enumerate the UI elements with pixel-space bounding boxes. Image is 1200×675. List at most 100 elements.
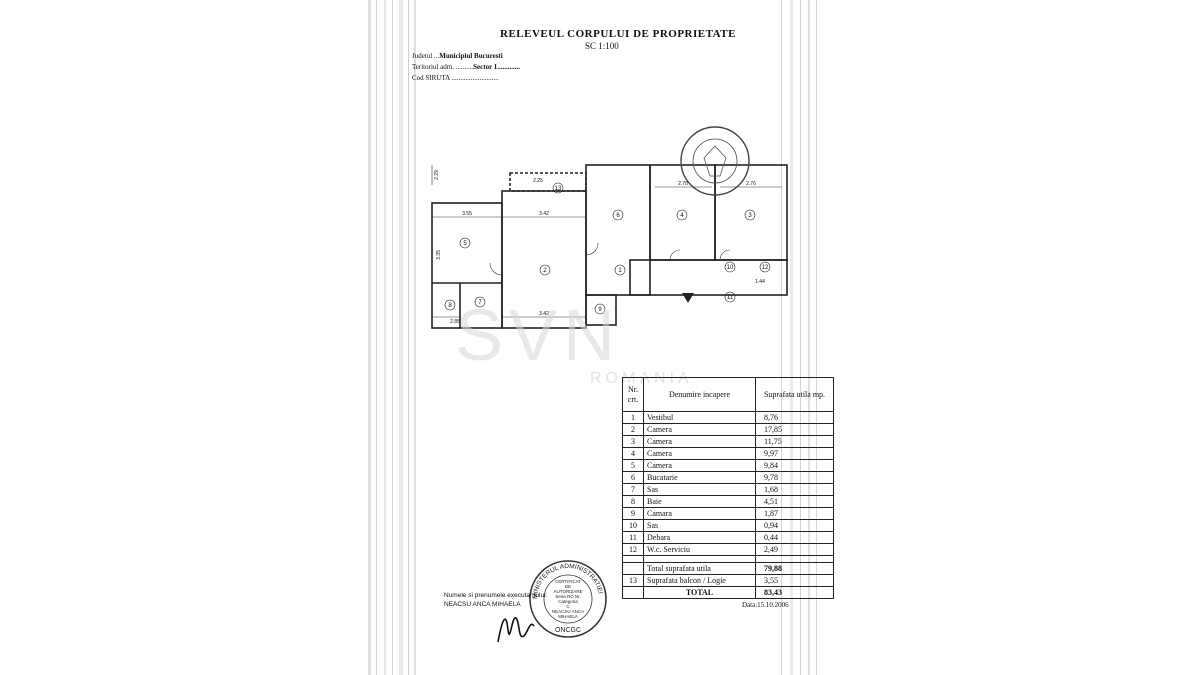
stamp-line: MIHAELA xyxy=(558,614,578,619)
stamp-line: C xyxy=(566,604,570,609)
row-nr: 1 xyxy=(622,411,644,424)
row-nr: 10 xyxy=(622,519,644,532)
row-nr: 6 xyxy=(622,471,644,484)
table-cell xyxy=(622,586,644,599)
room-number: 11 xyxy=(727,295,734,301)
row-name: Bucatarie xyxy=(643,471,756,484)
scan-streak xyxy=(392,0,393,675)
header-area: Suprafata utila mp. xyxy=(755,377,834,412)
row-name: Sas xyxy=(643,483,756,496)
row-area: 9,97 xyxy=(755,447,834,460)
total-label: TOTAL xyxy=(643,586,756,599)
stamp-line: CERTIFICAT xyxy=(555,579,581,584)
dim-label: 3.35 xyxy=(436,250,442,260)
rooms-table: Nr. crt. Denumire incapere Suprafata uti… xyxy=(622,377,834,599)
teritoriul-line: Teritoriul adm. ..........Sector 1......… xyxy=(412,63,520,71)
dim-label: 2.78 xyxy=(678,181,688,187)
balcon-value: 3,55 xyxy=(755,574,834,587)
room-number: 10 xyxy=(727,265,734,271)
room-circle xyxy=(676,209,688,221)
stamp-line: AUTORIZARE xyxy=(554,589,583,594)
plan-dimensions: 3.55 3.42 3.42 2.78 2.76 3.35 2.85 2.29 … xyxy=(434,170,765,325)
scan-streak xyxy=(790,0,793,675)
balcon-label: Suprafata balcon / Logie xyxy=(643,574,756,587)
row-nr: 2 xyxy=(622,423,644,436)
scan-streak xyxy=(376,0,377,675)
table-cell xyxy=(622,562,644,575)
room-number: 7 xyxy=(478,300,482,306)
room-circle xyxy=(474,296,486,308)
plan-walls xyxy=(431,164,788,329)
dim-label: 2.29 xyxy=(434,170,440,180)
hall-wall xyxy=(629,259,788,296)
door-arc xyxy=(489,262,503,276)
balcon-nr: 13 xyxy=(622,574,644,587)
plan-dimension-lines xyxy=(431,165,782,318)
row-name: Camera xyxy=(643,435,756,448)
scan-streak xyxy=(408,0,409,675)
top-stamp xyxy=(680,126,750,196)
stamp-outer-ring xyxy=(680,126,750,196)
total-value: 83,43 xyxy=(755,586,834,599)
scan-streak xyxy=(781,0,782,675)
room-number: 5 xyxy=(463,241,467,247)
room-circle xyxy=(744,209,756,221)
scan-streak xyxy=(816,0,817,675)
row-area: 1,87 xyxy=(755,507,834,520)
document-date: Data:15.10.2006 xyxy=(742,601,789,609)
scan-streak xyxy=(800,0,801,675)
scan-streak xyxy=(384,0,386,675)
scan-streak xyxy=(399,0,403,675)
room-number: 8 xyxy=(448,303,452,309)
balcon-row: 13 Suprafata balcon / Logie 3,55 xyxy=(622,574,834,587)
scale-label: SC 1:100 xyxy=(585,41,619,51)
room-number: 12 xyxy=(762,265,769,271)
header-name: Denumire incapere xyxy=(643,377,756,412)
total-utila-row: Total suprafata utila 79,88 xyxy=(622,562,834,575)
header-nr: Nr. crt. xyxy=(622,377,644,412)
judet-label: Judetul ... xyxy=(412,52,440,60)
room-circle xyxy=(759,261,771,273)
row-nr: 8 xyxy=(622,495,644,508)
dim-label: 3.42 xyxy=(539,311,549,317)
room-circle xyxy=(612,209,624,221)
row-area: 4,51 xyxy=(755,495,834,508)
row-nr: 9 xyxy=(622,507,644,520)
room-number: 9 xyxy=(598,307,602,313)
row-nr: 12 xyxy=(622,543,644,556)
room-numbers: 1 2 3 4 5 6 7 8 9 10 11 12 13 xyxy=(444,182,771,315)
row-nr: 7 xyxy=(622,483,644,496)
room-circle xyxy=(459,237,471,249)
teritoriul-label: Teritoriul adm. .......... xyxy=(412,63,474,71)
room-1-wall xyxy=(585,164,651,296)
row-name: W.c. Serviciu xyxy=(643,543,756,556)
room-circle xyxy=(444,299,456,311)
row-nr: 5 xyxy=(622,459,644,472)
dim-label: 3.42 xyxy=(539,211,549,217)
room-number: 6 xyxy=(616,213,620,219)
scan-streak xyxy=(368,0,371,675)
row-area: 0,94 xyxy=(755,519,834,532)
row-nr: 3 xyxy=(622,435,644,448)
room-number: 13 xyxy=(555,186,562,192)
row-nr: 11 xyxy=(622,531,644,544)
stamp-outer-ring xyxy=(529,560,607,638)
room-circle xyxy=(614,264,626,276)
door-arc xyxy=(669,249,681,261)
total-row: TOTAL 83,43 xyxy=(622,586,834,599)
stamp-emblem-icon xyxy=(703,145,727,177)
scan-streak xyxy=(414,0,416,675)
room-circle xyxy=(724,261,736,273)
judet-value: Municipiul Bucuresti xyxy=(439,52,503,60)
